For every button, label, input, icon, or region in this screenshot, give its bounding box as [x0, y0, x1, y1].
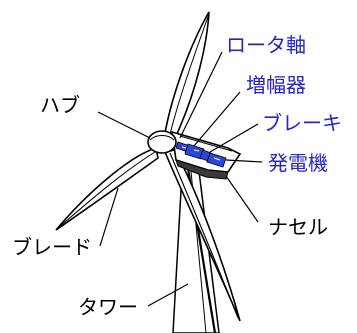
label-blade: ブレード [12, 235, 92, 259]
leader-gearbox [193, 91, 241, 147]
generator-part [206, 152, 227, 168]
label-brake: ブレーキ [262, 111, 342, 135]
leader-generator [225, 159, 263, 163]
label-hub: ハブ [40, 93, 80, 117]
leader-lines [97, 51, 263, 307]
blade-upper [164, 11, 210, 137]
leader-tower [147, 283, 189, 307]
label-tower: タワー [78, 295, 138, 319]
leader-rotor-shaft [179, 51, 223, 139]
hub [147, 130, 177, 154]
label-nacelle: ナセル [268, 215, 328, 239]
blade-left [55, 146, 159, 231]
leader-nacelle [225, 175, 259, 223]
blade-lower [163, 149, 241, 322]
label-gearbox: 増幅器 [246, 73, 306, 97]
leader-hub [97, 111, 151, 139]
leader-blade [99, 187, 119, 247]
label-rotor-shaft: ロータ軸 [226, 33, 306, 57]
drivetrain-components [175, 141, 227, 168]
label-generator: 発電機 [268, 151, 328, 175]
leader-brake [209, 123, 259, 153]
gearbox-part [184, 143, 205, 160]
